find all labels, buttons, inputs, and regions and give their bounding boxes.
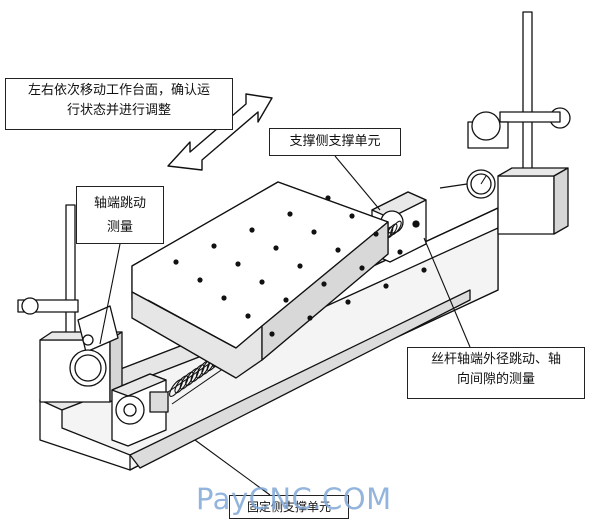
table-hole (287, 211, 293, 217)
table-hole (269, 331, 275, 337)
screw-thread (169, 379, 183, 397)
worktable (131, 181, 389, 379)
table-hole (325, 195, 331, 201)
screw-thread (185, 367, 200, 386)
table-hole (173, 259, 179, 265)
screw-thread (174, 375, 189, 394)
screw-thread (179, 371, 194, 390)
table-hole (421, 267, 427, 273)
fixed-unit-block (111, 373, 169, 447)
table-hole (211, 243, 217, 249)
table-hole (373, 231, 379, 237)
callout-fixed-unit: 固定侧支撑单元 (229, 495, 349, 519)
table-hole (235, 261, 241, 267)
leader-screw (423, 237, 471, 348)
table-hole (283, 297, 289, 303)
watermark-logo: PayCNC.COM (196, 482, 392, 516)
motion-double-arrow (167, 93, 273, 171)
callout-axial-runout: 轴端跳动 测量 (76, 186, 164, 244)
left-indicator-stand (17, 204, 123, 403)
leader-support (334, 155, 381, 211)
table-hole (297, 263, 303, 269)
table-hole (197, 277, 203, 283)
table-hole (359, 265, 365, 271)
table-hole (345, 299, 351, 305)
table-hole (335, 247, 341, 253)
screw-thread (390, 220, 402, 236)
table-hole (249, 227, 255, 233)
table-hole (383, 283, 389, 289)
table-hole (349, 213, 355, 219)
table-hole (273, 245, 279, 251)
table-hole (321, 281, 327, 287)
table-hole (259, 279, 265, 285)
leader-axial (99, 243, 121, 345)
callout-support-unit: 支撑侧支撑单元 (269, 128, 401, 156)
callout-screw-measure: 丝杆轴端外径跳动、轴 向间隙的测量 (407, 347, 585, 399)
leader-fixed (194, 439, 271, 496)
right-indicator-stand (439, 11, 571, 235)
table-hole (397, 249, 403, 255)
screw-thread (190, 364, 205, 383)
table-hole (307, 315, 313, 321)
table-hole (311, 229, 317, 235)
table-hole (245, 313, 251, 319)
callout-move-table: 左右依次移动工作台面，确认运 行状态并进行调整 (5, 78, 233, 130)
table-hole (221, 295, 227, 301)
